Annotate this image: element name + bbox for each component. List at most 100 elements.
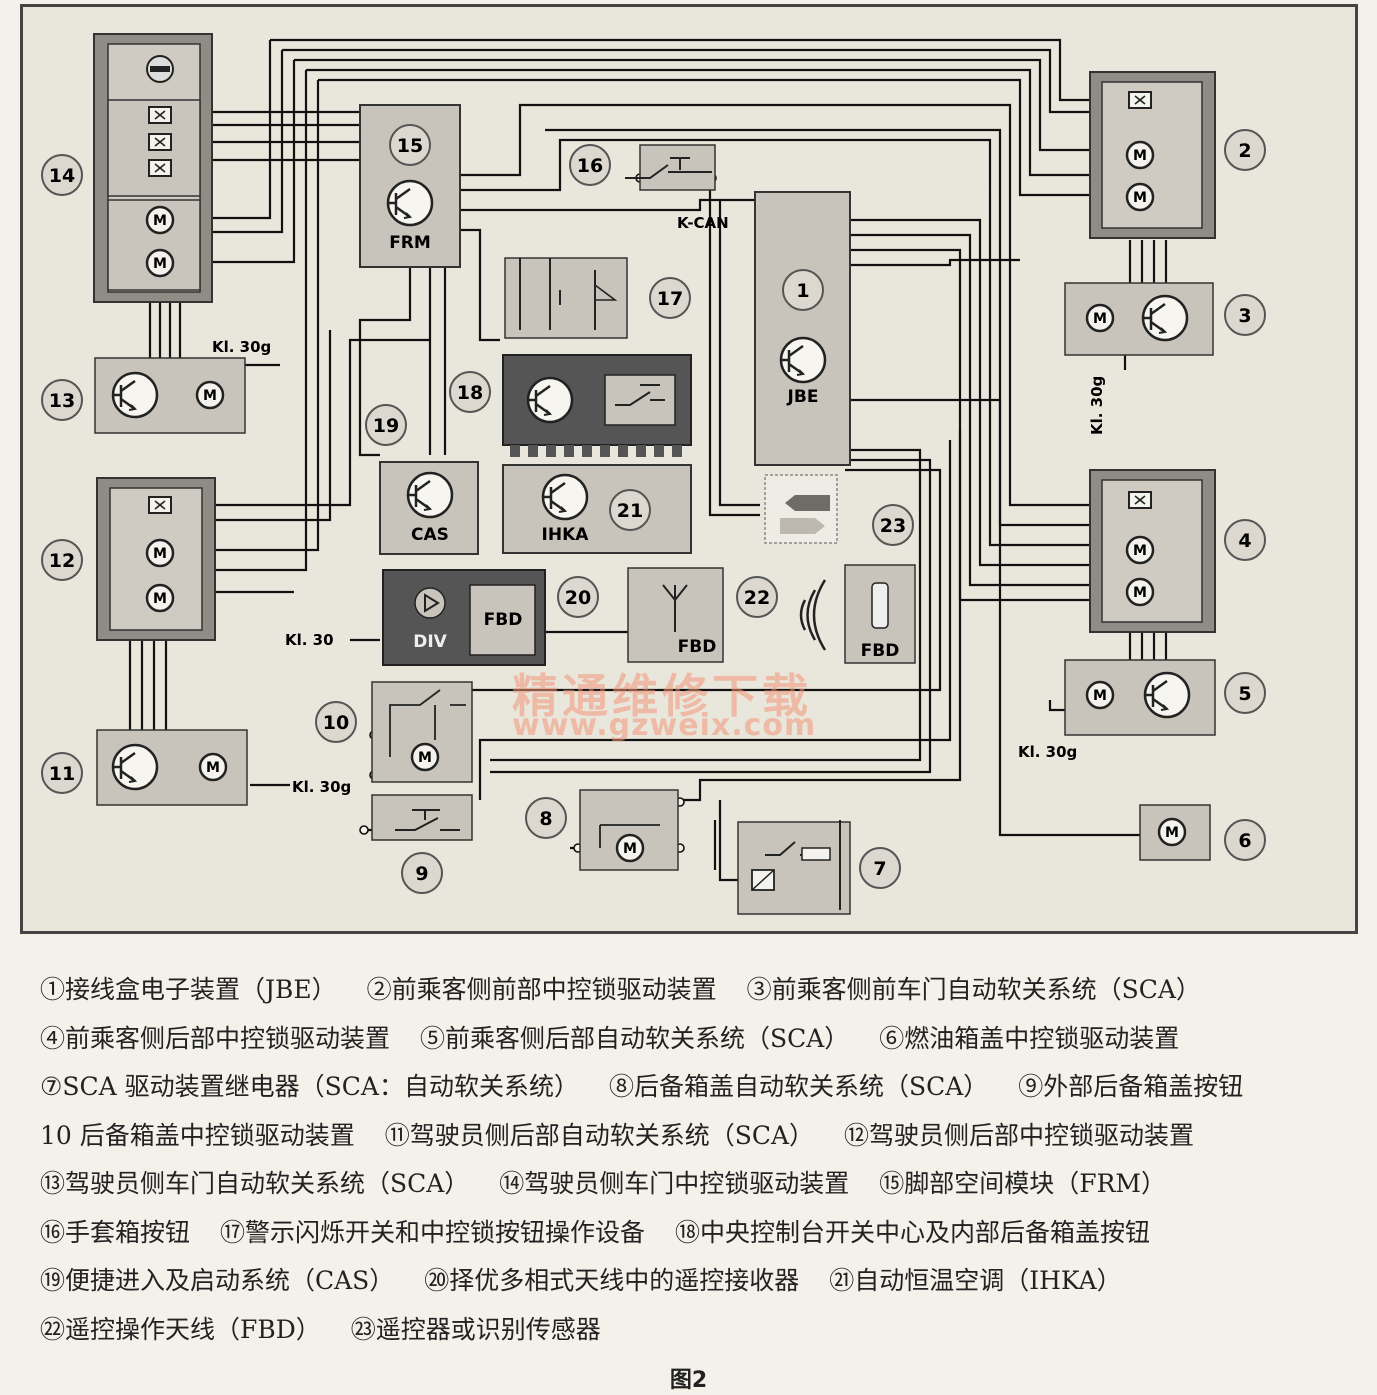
kl30g-label-13: Kl. 30g (212, 338, 271, 356)
motor-icon (1125, 182, 1155, 212)
module-18-console-switch-center (502, 354, 692, 457)
callout-6: 6 (1238, 830, 1251, 852)
watermark-url: www.gzweix.com (512, 708, 817, 743)
legend-item: ③前乘客侧前车门自动软关系统（SCA） (746, 975, 1201, 1004)
callout-2: 2 (1238, 140, 1251, 162)
div-label: DIV (413, 632, 447, 652)
legend-item: ①接线盒电子装置（JBE） (40, 975, 337, 1004)
callout-8: 8 (539, 808, 552, 830)
module-2-front-passenger-lock (1089, 71, 1216, 239)
radio-waves-icon (799, 579, 827, 651)
module-19-cas: CAS (379, 461, 479, 555)
legend-item: ㉒遥控操作天线（FBD） (40, 1314, 321, 1344)
kl30g-label-3: Kl. 30g (1088, 376, 1106, 435)
callout-9: 9 (415, 863, 428, 885)
jbe-label: JBE (787, 387, 819, 407)
frm-label: FRM (389, 233, 431, 253)
motor-icon (410, 742, 440, 772)
module-17-hazard-switch (504, 257, 628, 339)
callout-1: 1 (796, 280, 809, 302)
module-4-rear-passenger-lock (1089, 469, 1216, 633)
legend-item: ⑰警示闪烁开关和中控锁按钮操作设备 (219, 1217, 645, 1247)
legend-item: ⑮脚部空间模块（FRM） (879, 1169, 1167, 1198)
watermark-text: 精通维修下载 (512, 669, 812, 723)
module-9-trunk-button-external (371, 794, 473, 841)
legend-item: ⑤前乘客侧后部自动软关系统（SCA） (419, 1023, 850, 1053)
callout-7: 7 (873, 858, 886, 880)
fbd-label-remote: FBD (861, 641, 900, 661)
callout-16: 16 (577, 155, 603, 177)
transistor-icon (1141, 294, 1189, 342)
legend-item: ⑦SCA 驱动装置继电器（SCA：自动软关系统） (40, 1072, 579, 1101)
kcan-label: K-CAN (677, 214, 729, 232)
figure-caption: 图2 (669, 1368, 708, 1393)
legend-item: ㉑自动恒温空调（IHKA） (829, 1266, 1122, 1295)
legend-item: ⑬驾驶员侧车门自动软关系统（SCA） (40, 1169, 470, 1198)
legend-item: ④前乘客侧后部中控锁驱动装置 (40, 1023, 391, 1053)
kl30g-label-11: Kl. 30g (292, 778, 351, 796)
cas-label: CAS (411, 525, 449, 545)
legend-item: ⑧后备箱盖自动软关系统（SCA） (608, 1072, 989, 1101)
callout-4: 4 (1238, 530, 1251, 552)
legend-item: ⑲便捷进入及启动系统（CAS） (40, 1266, 395, 1295)
module-23-remote-sensor (764, 474, 838, 544)
fbd-label-receiver: FBD (484, 610, 523, 630)
module-15-frm: FRM (359, 104, 461, 268)
callout-22: 22 (744, 587, 770, 609)
legend-item: ㉓遥控器或识别传感器 (350, 1314, 601, 1344)
remote-key-fob: FBD (844, 564, 916, 664)
motor-icon (1125, 535, 1155, 565)
motor-icon (615, 833, 645, 863)
motor-icon (1125, 577, 1155, 607)
callout-11: 11 (49, 763, 75, 785)
module-14-driver-door-lock (93, 33, 213, 303)
module-7-sca-relay (737, 820, 851, 915)
callout-13: 13 (49, 390, 75, 412)
callout-21: 21 (617, 500, 643, 522)
callout-14: 14 (49, 165, 75, 187)
module-13-driver-door-sca (94, 357, 246, 434)
callout-17: 17 (657, 288, 683, 310)
motor-icon (1157, 817, 1187, 847)
motor-icon (198, 752, 228, 782)
motor-icon (195, 380, 225, 410)
callout-10: 10 (323, 712, 349, 734)
module-16-glovebox-button (625, 144, 716, 191)
transistor-icon (406, 471, 454, 519)
wiring-diagram: M (41, 33, 1266, 915)
callout-markers: 1 2 3 4 5 6 7 8 9 10 11 12 13 14 15 16 1… (41, 124, 1266, 894)
transistor-icon (526, 376, 574, 424)
motor-icon (1125, 140, 1155, 170)
legend-item: ⑱中央控制台开关中心及内部后备箱盖按钮 (674, 1217, 1150, 1247)
module-21-ihka: IHKA (502, 464, 692, 554)
callout-18: 18 (457, 382, 483, 404)
wire-bundles (128, 38, 1168, 882)
legend-item: ⑭驾驶员侧车门中控锁驱动装置 (499, 1169, 850, 1198)
module-3-front-passenger-sca (1064, 282, 1214, 356)
module-5-rear-passenger-sca (1064, 659, 1216, 736)
legend-item: ⑥燃油箱盖中控锁驱动装置 (879, 1023, 1180, 1053)
legend-item: 10 后备箱盖中控锁驱动装置 (40, 1120, 355, 1150)
motor-icon (145, 538, 175, 568)
transistor-icon (779, 336, 827, 384)
motor-icon (145, 248, 175, 278)
transistor-icon (541, 473, 589, 521)
module-11-driver-rear-sca (96, 729, 248, 806)
callout-5: 5 (1238, 683, 1251, 705)
legend-item: ⑯手套箱按钮 (40, 1217, 191, 1247)
callout-3: 3 (1238, 305, 1251, 327)
legend-item: ⑫驾驶员侧后部中控锁驱动装置 (843, 1120, 1194, 1150)
callout-19: 19 (373, 415, 399, 437)
legend-item: ⑪驾驶员侧后部自动软关系统（SCA） (384, 1120, 815, 1150)
callout-15: 15 (397, 135, 423, 157)
module-22-remote-antenna: FBD (627, 567, 724, 663)
motor-icon (1085, 680, 1115, 710)
legend: ①接线盒电子装置（JBE） ②前乘客侧前部中控锁驱动装置 ③前乘客侧前车门自动软… (40, 966, 1348, 1354)
transistor-icon (111, 371, 159, 419)
module-10-trunk-lock (371, 681, 473, 783)
transistor-icon (386, 179, 434, 227)
fbd-label-antenna: FBD (678, 637, 717, 657)
transistor-icon (1143, 671, 1191, 719)
module-8-trunk-sca (579, 789, 679, 871)
module-1-jbe: JBE (754, 191, 851, 466)
